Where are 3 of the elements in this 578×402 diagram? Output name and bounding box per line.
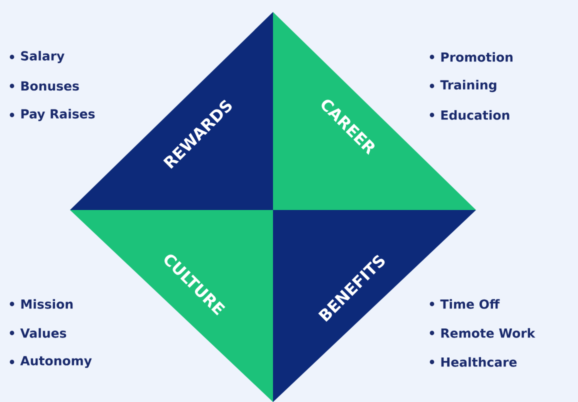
- list-item: Values: [10, 328, 66, 338]
- list-item: Mission: [10, 299, 73, 309]
- list-item: Salary: [10, 50, 64, 64]
